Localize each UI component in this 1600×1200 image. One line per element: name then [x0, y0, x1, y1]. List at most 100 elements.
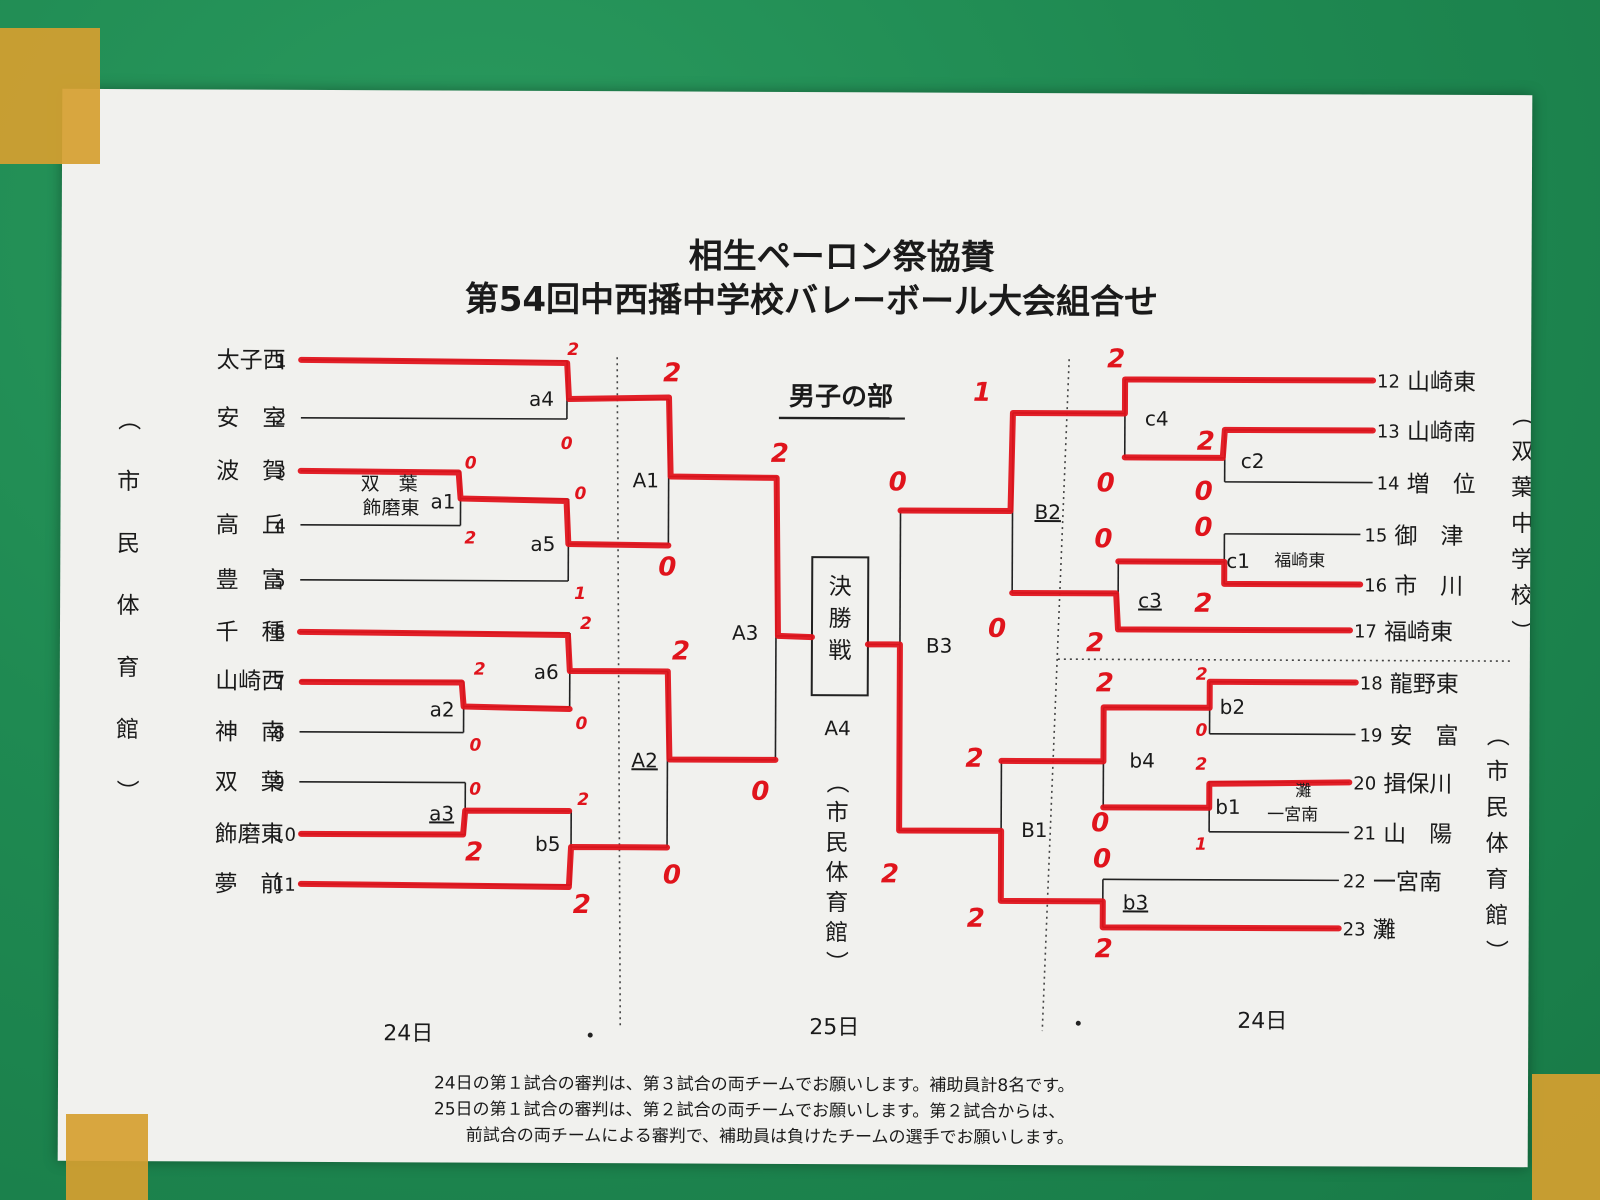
score-25: 2: [1197, 427, 1215, 457]
vertical-char: 市: [1486, 759, 1509, 785]
score-31: 0: [1094, 524, 1112, 554]
vertical-char: 学: [1511, 547, 1533, 573]
dot-left: [587, 1032, 593, 1038]
score-42: 0: [1093, 844, 1111, 874]
score-6: 0: [575, 484, 587, 504]
score-19: 2: [573, 890, 591, 920]
right-team-name: 御 津: [1394, 524, 1463, 550]
score-15: 2: [465, 838, 483, 868]
score-16: 0: [469, 780, 481, 800]
final-label-2: 勝: [828, 606, 851, 632]
score-40: 2: [967, 904, 985, 934]
bracket-drawing: 相生ペーロン祭協賛 第54回中西播中学校バレーボール大会組合せ 男子の部: [113, 237, 1533, 1149]
masking-tape-bottom-right: [1532, 1074, 1600, 1200]
vertical-char: 市: [826, 800, 849, 826]
note-line-1: 24日の第１試合の審判は、第３試合の両チームでお願いします。補助員計8名です。: [434, 1073, 1075, 1096]
score-27: 0: [1195, 477, 1213, 507]
score-24: 2: [1107, 344, 1125, 374]
left-team-name: 双 葉: [215, 769, 284, 795]
right-team-name: 灘: [1373, 918, 1396, 944]
left-team-name: 波 賀: [216, 458, 285, 484]
match-A1: A1: [633, 468, 660, 492]
vertical-char: 育: [825, 890, 848, 916]
score-32: 2: [1096, 668, 1114, 698]
vertical-char: ）: [1483, 940, 1509, 963]
score-38: 1: [1195, 835, 1207, 855]
final-label-1: 決: [829, 574, 852, 600]
right-team-name: 山 陽: [1383, 822, 1452, 848]
match-b5: b5: [535, 832, 561, 856]
score-17: 2: [577, 790, 589, 810]
left-team-name: 山崎西: [215, 668, 284, 694]
score-5: 2: [464, 529, 476, 549]
right-team-name: 福崎東: [1384, 620, 1453, 646]
right-team-name: 安 富: [1389, 724, 1458, 750]
final-match-code: A4: [824, 716, 851, 740]
right-team-name: 龍野東: [1390, 672, 1459, 698]
right-team-name: 一宮南: [1373, 870, 1442, 896]
score-36: 0: [1196, 721, 1208, 741]
right-team-number: 15: [1364, 525, 1387, 546]
left-team-name: 豊 富: [216, 567, 285, 593]
match-B2: B2: [1034, 500, 1061, 524]
score-12: 2: [672, 636, 690, 666]
match-c3: c3: [1138, 588, 1162, 612]
right-day-separator: [1041, 359, 1070, 1032]
score-23: 1: [973, 378, 991, 408]
left-team-name: 千 種: [215, 619, 284, 645]
left-team-name: 飾磨東: [215, 821, 284, 847]
vertical-char: 体: [1486, 831, 1509, 857]
score-37: 2: [965, 744, 983, 774]
match-A3: A3: [732, 621, 759, 645]
vertical-char: 体: [825, 860, 848, 886]
score-21: 0: [889, 467, 907, 497]
final-box: [810, 556, 870, 697]
right-team-number: 22: [1343, 871, 1366, 892]
right-group-separator: [1057, 658, 1512, 662]
date-center: 25日: [809, 1015, 859, 1040]
winner-note-a1-bottom: 飾磨東: [362, 497, 419, 519]
left-team-number: 1: [275, 351, 287, 372]
right-team-number: 16: [1364, 575, 1387, 596]
vertical-char: 体: [117, 593, 140, 619]
score-9: 2: [474, 660, 486, 680]
left-team-number: 5: [274, 571, 286, 592]
right-team-number: 12: [1377, 372, 1400, 393]
title-line-1: 相生ペーロン祭協賛: [689, 237, 995, 278]
right-team-number: 19: [1359, 725, 1382, 746]
left-team-name: 神 南: [215, 719, 284, 745]
masking-tape-top-left: [0, 28, 100, 164]
score-28: 2: [1194, 589, 1212, 619]
right-team-number: 18: [1360, 673, 1383, 694]
left-team-name: 夢 前: [214, 871, 283, 897]
right-team-name: 山崎南: [1407, 420, 1476, 446]
vertical-char: 育: [1485, 867, 1508, 893]
right-team-number: 20: [1353, 773, 1376, 794]
left-team-name: 安 室: [216, 405, 285, 431]
right-team-number: 17: [1354, 621, 1377, 642]
score-14: 2: [771, 439, 789, 469]
match-c1: c1: [1226, 549, 1250, 573]
tournament-bracket-sheet: 相生ペーロン祭協賛 第54回中西播中学校バレーボール大会組合せ 男子の部: [57, 88, 1533, 1168]
match-a5: a5: [530, 532, 555, 556]
vertical-char: 館: [1485, 903, 1508, 929]
right-team-number: 23: [1343, 919, 1366, 940]
score-4: 0: [465, 454, 477, 474]
left-team-number: 11: [273, 875, 296, 896]
left-team-number: 10: [273, 825, 296, 846]
score-26: 0: [1097, 468, 1115, 498]
title-line-2: 第54回中西播中学校バレーボール大会組合せ: [465, 280, 1158, 323]
match-A2: A2: [631, 748, 658, 772]
score-13: 0: [658, 552, 676, 582]
score-7: 1: [574, 584, 586, 604]
note-line-3: 前試合の両チームによる審判で、補助員は負けたチームの選手でお願いします。: [466, 1126, 1074, 1149]
vertical-char: （: [823, 771, 849, 794]
left-team-number: 9: [273, 773, 285, 794]
vertical-char: （: [115, 408, 141, 431]
division-label: 男子の部: [789, 382, 893, 412]
match-b4: b4: [1129, 748, 1155, 772]
score-33: 0: [988, 614, 1006, 644]
score-1: 2: [567, 340, 579, 360]
winner-note-b1-bottom: 一宮南: [1267, 805, 1318, 825]
